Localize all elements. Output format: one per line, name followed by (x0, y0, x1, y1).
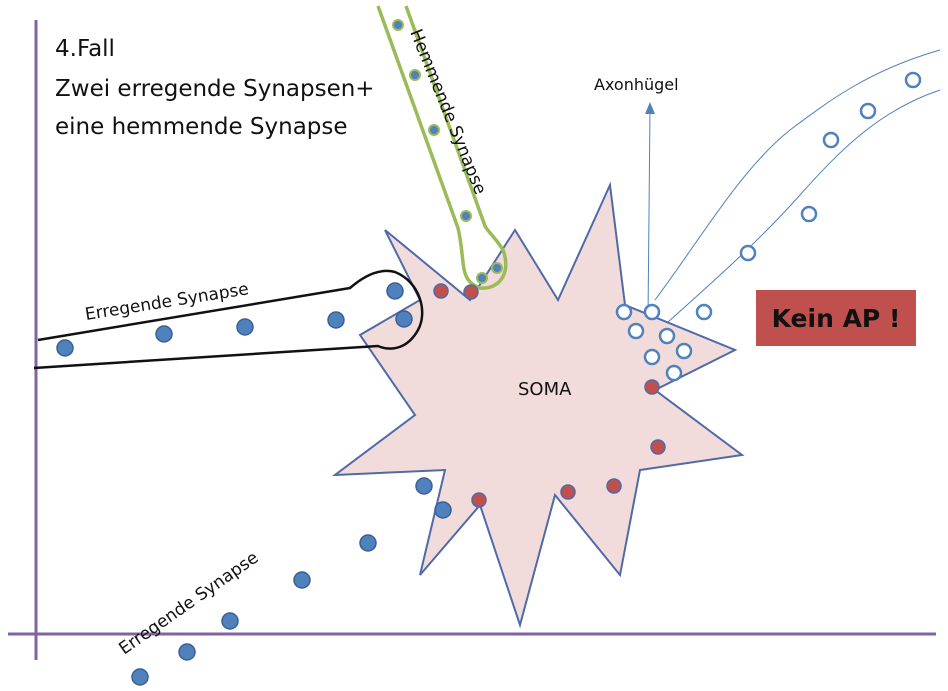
axonhuegel-label: Axonhügel (594, 75, 679, 94)
title-line-2: Zwei erregende Synapsen+ (55, 76, 375, 102)
inhibitory-vesicle (491, 262, 503, 274)
red-ion (644, 379, 660, 395)
red-ion (560, 484, 576, 500)
hollow-circle (675, 342, 693, 360)
active-ions (433, 283, 666, 508)
excitatory-vesicle (293, 571, 311, 589)
title-line-1: 4.Fall (55, 36, 115, 62)
excitatory-bottom-vesicles (131, 477, 452, 686)
excitatory-vesicle (434, 501, 452, 519)
hollow-circle (904, 71, 922, 89)
excitatory-vesicle (395, 310, 413, 328)
hollow-circle (643, 348, 661, 366)
inhibitory-vesicle (476, 272, 488, 284)
hollow-circle (695, 303, 713, 321)
hollow-circle (665, 364, 683, 382)
red-ion (463, 284, 479, 300)
inhibitory-vesicles (392, 19, 503, 284)
axon-upper-line (654, 49, 941, 301)
red-ion (471, 492, 487, 508)
hollow-circle (615, 303, 633, 321)
hollow-circle (643, 303, 661, 321)
excitatory-vesicle (327, 311, 345, 329)
hemmende-synapse-label: Hemmende Synapse (405, 26, 490, 197)
hollow-circle (627, 322, 645, 340)
hollow-circle (739, 244, 757, 262)
hollow-circle (658, 327, 676, 345)
soma-body (331, 181, 745, 629)
excitatory-top-vesicles (56, 282, 413, 357)
excitatory-vesicle (386, 282, 404, 300)
result-badge: Kein AP ! (756, 290, 916, 346)
axonhuegel-arrowhead (645, 102, 655, 114)
excitatory-vesicle (155, 325, 173, 343)
excitatory-vesicle (221, 612, 239, 630)
axon-hollow-circles (615, 71, 922, 382)
title-line-3: eine hemmende Synapse (55, 114, 348, 140)
inhibitory-vesicle (392, 19, 404, 31)
inhibitory-vesicle (428, 124, 440, 136)
excitatory-vesicle (236, 318, 254, 336)
inhibitory-vesicle (409, 69, 421, 81)
excitatory-vesicle (56, 339, 74, 357)
inhibitory-synapse (376, 5, 508, 290)
axonhuegel-arrow (647, 107, 651, 319)
soma-label: SOMA (518, 379, 572, 400)
excitatory-synapse-top (33, 269, 424, 370)
excitatory-vesicle (359, 534, 377, 552)
red-ion (433, 283, 449, 299)
excitatory-vesicle (178, 643, 196, 661)
axon-lower-line (667, 89, 941, 323)
excitatory-vesicle (415, 477, 433, 495)
hollow-circle (822, 131, 840, 149)
erregende-synapse-bottom-label: Erregende Synapse (115, 548, 262, 659)
red-ion (650, 439, 666, 455)
excitatory-vesicle (131, 668, 149, 686)
hollow-circle (800, 205, 818, 223)
inhibitory-vesicle (460, 210, 472, 222)
red-ion (606, 478, 622, 494)
hollow-circle (859, 102, 877, 120)
